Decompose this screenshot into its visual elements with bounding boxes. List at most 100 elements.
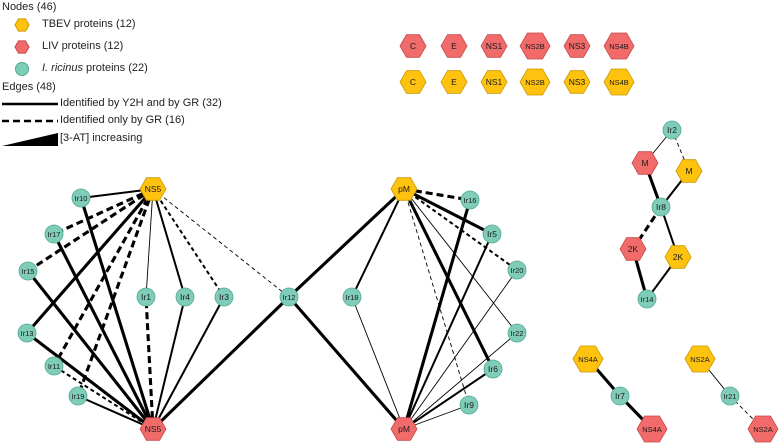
edge-liv_NS5-Ir3 — [152, 296, 225, 430]
node-tbev_NS4B: NS4B — [603, 68, 635, 96]
edge-liv_NS5-Ir17 — [52, 233, 155, 430]
edge-liv_pM-Ir22 — [403, 332, 518, 430]
node-label: NS4B — [609, 78, 629, 87]
node-hexagon — [664, 245, 692, 269]
node-liv_2K: 2K — [619, 237, 647, 261]
node-circle — [17, 323, 37, 343]
legend-label-tick-species: I. ricinus — [42, 62, 83, 74]
node-liv_NS4A: NS4A — [636, 415, 668, 443]
node-liv_NS2B: NS2B — [519, 32, 551, 60]
node-hexagon — [563, 70, 591, 94]
dashed-line-icon — [2, 119, 58, 123]
edge-liv_pM-Ir12 — [287, 295, 406, 431]
node-Ir16: Ir16 — [460, 190, 480, 210]
node-hexagon — [390, 177, 418, 201]
node-circle — [68, 386, 88, 406]
node-hexagon — [139, 417, 167, 441]
node-hexagon — [636, 415, 668, 443]
edges-layer — [25, 129, 764, 431]
node-label: Ir4 — [180, 292, 190, 302]
node-label: Ir9 — [464, 400, 474, 410]
node-label: Ir21 — [724, 392, 737, 401]
legend-item-liv: LIV proteins (12) — [0, 39, 240, 55]
liv-hexagon-icon — [14, 40, 30, 54]
edge-liv_pM-Ir18 — [351, 296, 405, 430]
node-tbev_NS2B: NS2B — [519, 68, 551, 96]
edge-liv_NS5-Ir11 — [53, 365, 154, 430]
edge-liv_pM-Ir6 — [403, 368, 494, 430]
node-tbev_2K: 2K — [664, 245, 692, 269]
node-tbev_NS5: NS5 — [139, 177, 167, 201]
node-label: Ir22 — [511, 329, 524, 338]
node-Ir11: Ir11 — [44, 356, 64, 376]
node-liv_NS4B: NS4B — [603, 32, 635, 60]
node-label: E — [451, 77, 457, 87]
node-circle — [482, 224, 502, 244]
node-label: Ir17 — [48, 230, 61, 239]
node-circle — [662, 120, 682, 140]
node-label: Ir5 — [487, 229, 497, 239]
legend-item-tbev: TBEV proteins (12) — [0, 17, 240, 33]
node-tbev_C: C — [399, 70, 427, 94]
node-tbev_NS2A: NS2A — [684, 345, 716, 373]
node-hexagon — [399, 34, 427, 58]
node-tbev_NS3: NS3 — [563, 70, 591, 94]
node-tbev_E: E — [440, 70, 468, 94]
node-Ir5: Ir5 — [482, 224, 502, 244]
legend-item-dashed-edge: Identified only by GR (16) — [0, 113, 240, 129]
node-label: Ir14 — [641, 295, 654, 304]
node-Ir15: Ir15 — [18, 261, 38, 281]
node-label: Ir16 — [464, 196, 477, 205]
edge-tbev_pM-Ir5 — [403, 187, 493, 236]
node-circle — [637, 289, 657, 309]
node-Ir14: Ir14 — [637, 289, 657, 309]
edge-liv_pM-Ir20 — [403, 269, 518, 430]
node-label: Ir18 — [346, 293, 359, 302]
edge-tbev_NS5-Ir3 — [152, 188, 225, 298]
node-label: Ir19 — [72, 392, 85, 401]
node-label: Ir12 — [283, 293, 296, 302]
node-Ir17: Ir17 — [44, 224, 64, 244]
edge-tbev_pM-Ir9 — [403, 188, 470, 406]
node-label: Ir11 — [48, 362, 60, 371]
node-liv_M: M — [631, 151, 659, 175]
legend-label-dashed-edge: Identified only by GR (16) — [60, 114, 185, 126]
node-hexagon — [603, 68, 635, 96]
node-hexagon — [440, 34, 468, 58]
node-circle — [720, 386, 740, 406]
node-Ir20: Ir20 — [507, 260, 527, 280]
node-label: M — [641, 158, 648, 168]
node-label: Ir20 — [511, 266, 524, 275]
node-label: M — [685, 166, 692, 176]
node-label: Ir10 — [75, 194, 88, 203]
legend-label-liv: LIV proteins (12) — [42, 40, 124, 52]
legend-label-tick-rest: proteins (22) — [82, 62, 148, 74]
node-Ir19: Ir19 — [68, 386, 88, 406]
legend-label-tbev: TBEV proteins (12) — [42, 18, 136, 30]
legend-label-solid-edge: Identified by Y2H and by GR (32) — [60, 97, 222, 109]
node-hexagon — [390, 417, 418, 441]
node-hexagon — [619, 237, 647, 261]
node-circle — [507, 260, 527, 280]
legend-label-tick: I. ricinus proteins (22) — [42, 62, 148, 74]
edge-liv_NS5-Ir19 — [77, 395, 154, 430]
node-tbev_NS4A: NS4A — [572, 345, 604, 373]
node-hexagon — [519, 68, 551, 96]
node-label: Ir6 — [488, 364, 498, 374]
node-tbev_pM: pM — [390, 177, 418, 201]
node-hexagon — [631, 151, 659, 175]
node-circle — [459, 395, 479, 415]
node-liv_NS5: NS5 — [139, 417, 167, 441]
legend: Nodes (46) TBEV proteins (12) LIV protei… — [0, 0, 240, 150]
legend-item-solid-edge: Identified by Y2H and by GR (32) — [0, 96, 240, 112]
node-Ir2: Ir2 — [662, 120, 682, 140]
edge-tbev_NS5-Ir12 — [152, 188, 290, 298]
node-hexagon — [572, 345, 604, 373]
edge-liv_NS5-Ir12 — [151, 295, 291, 431]
node-circle — [507, 323, 527, 343]
node-label: NS4A — [578, 355, 598, 364]
node-label: C — [410, 41, 416, 51]
node-label: pM — [398, 184, 410, 194]
